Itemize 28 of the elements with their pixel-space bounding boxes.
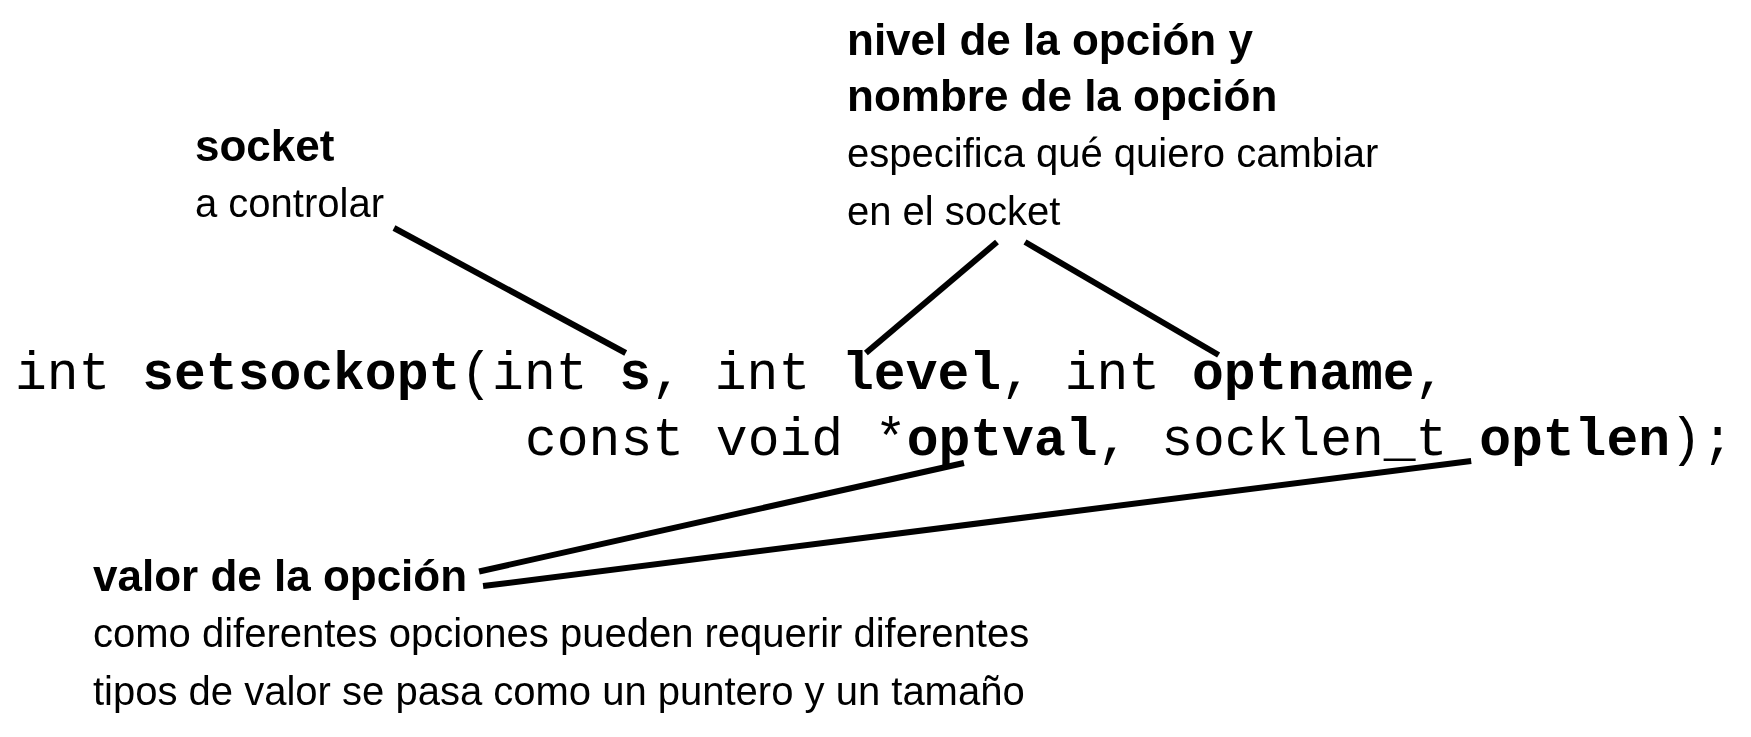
leader-line [478,460,965,575]
code-text: int [15,345,111,405]
function-name: setsockopt [142,345,461,405]
leader-line [1023,239,1221,358]
annotation-text: a controlar [195,180,384,227]
annotation-text: como diferentes opciones pueden requerir diferentes tipos de valor se pasa como un puntero y un tamaño [93,610,1031,715]
code-text: , [651,345,683,405]
annotation-text: especifica qué quiero cambiar en el socket [847,130,1380,235]
code-text: int [1064,345,1161,405]
code-parameter: optname [1191,345,1415,405]
code-text: const void * [525,411,907,471]
code-text: , [1414,345,1447,405]
leader-line [482,458,1472,590]
code-text: int [714,345,811,405]
leader-line [863,239,999,356]
code-text: , [1001,345,1033,405]
code-parameter: level [842,345,1002,405]
code-parameter: optval [906,411,1098,471]
annotation-heading: valor de la opción [93,550,468,602]
code-text: , [1097,411,1130,471]
code-text: (int [460,345,588,405]
code-text: socklen_t [1161,411,1448,471]
annotation-heading: socket [195,120,335,172]
code-text: ); [1670,411,1734,471]
code-parameter: s [619,345,652,405]
annotation-heading: nivel de la opción y nombre de la opción [847,14,1279,122]
leader-line [392,225,628,356]
code-parameter: optlen [1479,411,1671,471]
